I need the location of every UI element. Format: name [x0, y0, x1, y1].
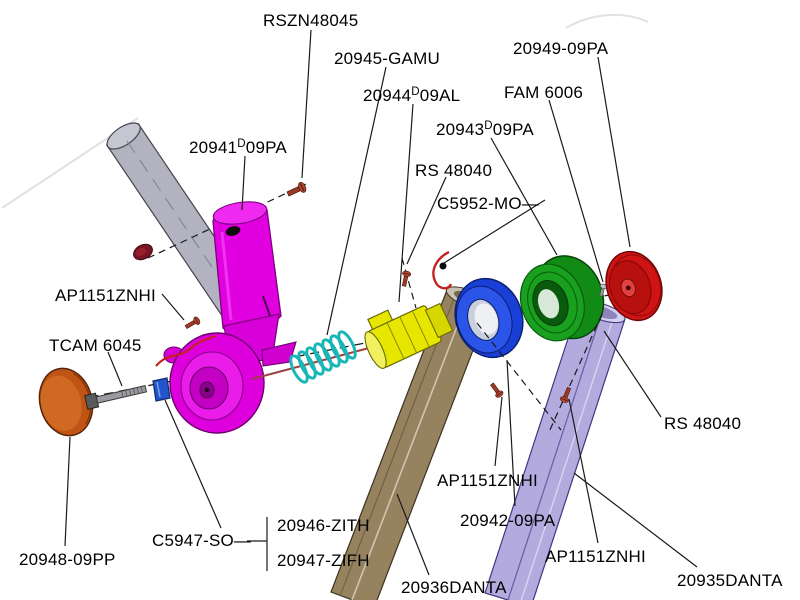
blue-clip	[152, 377, 171, 402]
housing-screw-left-icon	[183, 315, 202, 332]
label-ap1151znhi-center: AP1151ZNHI	[437, 471, 538, 490]
label-20946-zith: 20946-ZITH	[277, 516, 370, 535]
label-rs-48040-top: RS 48040	[415, 161, 493, 180]
clamp-bolt	[84, 385, 148, 410]
label-20948-09pp: 20948-09PP	[19, 550, 116, 569]
yellow-sleeve	[364, 302, 454, 369]
label-c5947-so: C5947-SO—	[152, 531, 252, 550]
red-cable-wire-left	[155, 334, 216, 367]
label-ap1151znhi-bottom: AP1151ZNHI	[545, 547, 646, 566]
label-20942-09pa: 20942-09PA	[460, 511, 556, 530]
label-fam-6006: FAM 6006	[504, 83, 584, 102]
orange-cap-disc	[38, 367, 94, 437]
label-20945-gamu: 20945-GAMU	[334, 49, 440, 68]
label-20935danta: 20935DANTA	[677, 571, 783, 590]
coil-spring	[289, 330, 357, 384]
green-drum	[519, 255, 605, 342]
label-20949-09pa: 20949-09PA	[513, 39, 609, 58]
label-20941-d09pa: 20941D09PA	[189, 138, 287, 157]
magenta-pivot-housing	[163, 201, 297, 434]
label-ap1151znhi-left: AP1151ZNHI	[55, 286, 156, 305]
red-cable-hook-center	[432, 250, 453, 290]
assembly-axis-centerline	[59, 285, 656, 404]
label-rs-48040-right: RS 48040	[664, 414, 742, 433]
reference-dots	[439, 262, 447, 270]
ap1151-screw-center-icon	[488, 381, 505, 400]
red-end-cap	[605, 250, 663, 322]
label-tcam-6045: TCAM 6045	[49, 336, 142, 355]
clamp-screw-top-icon	[285, 180, 308, 200]
label-c5952-mo: C5952-MO—	[437, 194, 539, 213]
blue-bearing-ring	[454, 277, 524, 359]
screw-centerlines	[401, 257, 603, 433]
label-20943-d09pa: 20943D09PA	[436, 120, 534, 139]
maroon-cover-cap	[133, 243, 153, 261]
label-20936danta: 20936DANTA	[401, 578, 507, 597]
label-20947-zifh: 20947-ZIFH	[277, 551, 370, 570]
label-20944-d09al: 20944D09AL	[363, 86, 461, 105]
leader-lines	[64, 29, 698, 576]
label-rszn48045: RSZN48045	[263, 11, 359, 30]
